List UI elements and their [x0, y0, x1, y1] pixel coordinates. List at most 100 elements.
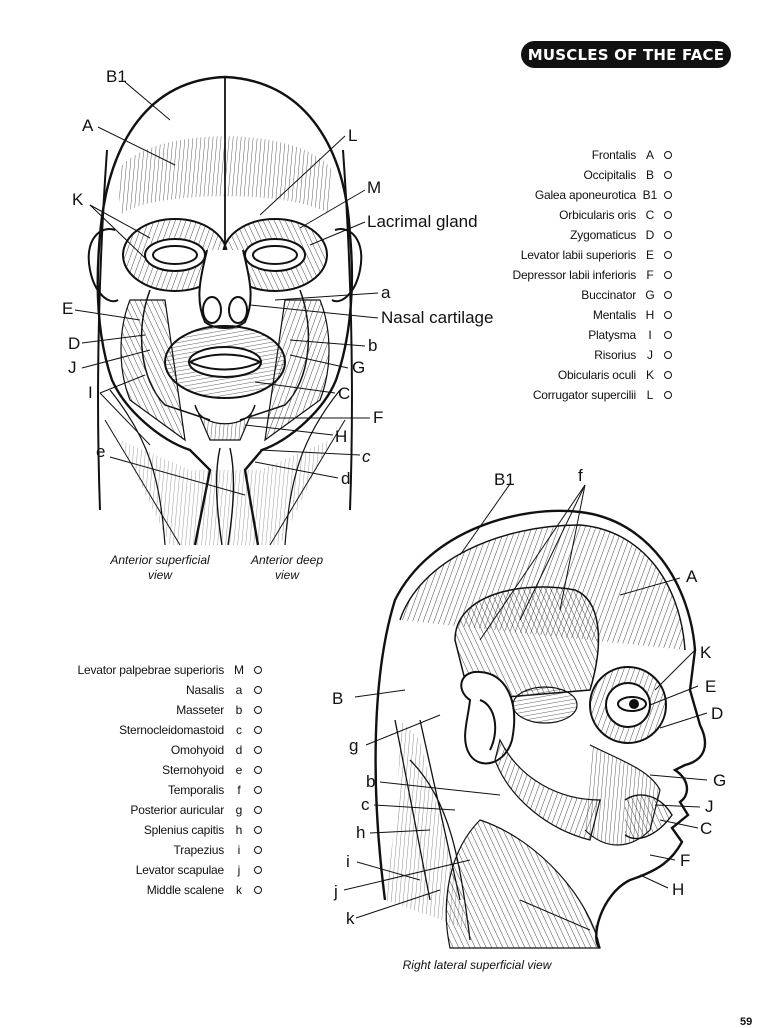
legend-name: Corrugator supercilii — [532, 388, 636, 402]
front-label-a-lower: a — [381, 283, 391, 302]
checkbox-circle-icon[interactable] — [664, 211, 672, 219]
checkbox-circle-icon[interactable] — [664, 311, 672, 319]
front-label-lacrimal: Lacrimal gland — [367, 212, 478, 231]
checkbox-circle-icon[interactable] — [254, 746, 262, 754]
legend-name: Galea aponeurotica — [534, 188, 636, 202]
checkbox-circle-icon[interactable] — [254, 866, 262, 874]
legend-name: Mentalis — [592, 308, 636, 322]
front-label-k: K — [72, 190, 84, 209]
legend-name: Depressor labii inferioris — [512, 268, 636, 282]
front-label-e-lower: e — [96, 442, 105, 461]
legend-row: Levator scapulae j — [66, 860, 278, 880]
checkbox-circle-icon[interactable] — [664, 191, 672, 199]
legend-code: C — [645, 208, 655, 222]
checkbox-circle-icon[interactable] — [254, 686, 262, 694]
legend-row: Trapezius i — [66, 840, 278, 860]
side-head-drawing — [374, 509, 707, 949]
checkbox-circle-icon[interactable] — [664, 351, 672, 359]
side-label-j: j — [333, 882, 338, 901]
checkbox-circle-icon[interactable] — [664, 271, 672, 279]
legend-code: d — [235, 743, 243, 757]
legend-row: Orbicularis oris C — [498, 205, 688, 225]
side-label-k: K — [700, 643, 712, 662]
side-label-c-upper: C — [700, 819, 712, 838]
front-label-d: D — [68, 334, 80, 353]
checkbox-circle-icon[interactable] — [664, 391, 672, 399]
legend-code: a — [235, 683, 243, 697]
side-label-h-upper: H — [672, 880, 684, 899]
legend-code: c — [236, 723, 242, 737]
front-leader-lines — [74, 81, 379, 496]
checkbox-circle-icon[interactable] — [254, 766, 262, 774]
caption-right-lateral: Right lateral superficial view — [402, 958, 552, 972]
legend-name: Platysma — [588, 328, 636, 342]
front-label-b: b — [368, 336, 377, 355]
checkbox-circle-icon[interactable] — [254, 786, 262, 794]
legend-row: Depressor labii inferioris F — [498, 265, 688, 285]
caption-anterior-superficial: Anterior superficial view — [110, 553, 210, 582]
side-label-f: f — [578, 466, 583, 485]
side-label-b: b — [366, 772, 375, 791]
checkbox-circle-icon[interactable] — [664, 151, 672, 159]
checkbox-circle-icon[interactable] — [664, 291, 672, 299]
checkbox-circle-icon[interactable] — [254, 826, 262, 834]
checkbox-circle-icon[interactable] — [254, 706, 262, 714]
legend-code: H — [645, 308, 655, 322]
legend-name: Levator scapulae — [135, 863, 224, 877]
legend-code: K — [645, 368, 654, 382]
legend-name: Temporalis — [167, 783, 224, 797]
legend-code: h — [235, 823, 243, 837]
side-leader-lines — [343, 483, 708, 931]
checkbox-circle-icon[interactable] — [254, 726, 262, 734]
checkbox-circle-icon[interactable] — [664, 171, 672, 179]
side-label-h: h — [356, 823, 365, 842]
side-label-i: i — [346, 852, 350, 871]
legend-code: F — [646, 268, 654, 282]
front-label-m: M — [367, 178, 381, 197]
front-label-b1: B1 — [106, 67, 127, 86]
checkbox-circle-icon[interactable] — [254, 886, 262, 894]
front-label-l: L — [348, 126, 357, 145]
legend-name: Sternohyoid — [162, 763, 224, 777]
checkbox-circle-icon[interactable] — [254, 806, 262, 814]
legend-row: Mentalis H — [498, 305, 688, 325]
checkbox-circle-icon[interactable] — [254, 846, 262, 854]
checkbox-circle-icon[interactable] — [254, 666, 262, 674]
side-label-c: c — [361, 795, 370, 814]
legend-name: Levator palpebrae superioris — [77, 663, 225, 677]
legend-name: Occipitalis — [583, 168, 637, 182]
legend-name: Orbicularis oris — [559, 208, 636, 222]
legend-code: j — [237, 863, 241, 877]
checkbox-circle-icon[interactable] — [664, 251, 672, 259]
checkbox-circle-icon[interactable] — [664, 231, 672, 239]
legend-name: Risorius — [594, 348, 636, 362]
legend-name: Trapezius — [173, 843, 225, 857]
caption-anterior-deep: Anterior deep view — [250, 553, 324, 582]
front-label-j: J — [68, 358, 77, 377]
legend-name: Obicularis oculi — [557, 368, 636, 382]
legend-code: i — [237, 843, 241, 857]
legend-row: Obicularis oculi K — [498, 365, 688, 385]
side-label-i-upper: I — [594, 922, 599, 941]
legend-name: Frontalis — [591, 148, 636, 162]
front-label-a: A — [82, 116, 94, 135]
front-label-f: F — [373, 408, 383, 427]
checkbox-circle-icon[interactable] — [664, 371, 672, 379]
checkbox-circle-icon[interactable] — [664, 331, 672, 339]
legend-code: E — [645, 248, 654, 262]
